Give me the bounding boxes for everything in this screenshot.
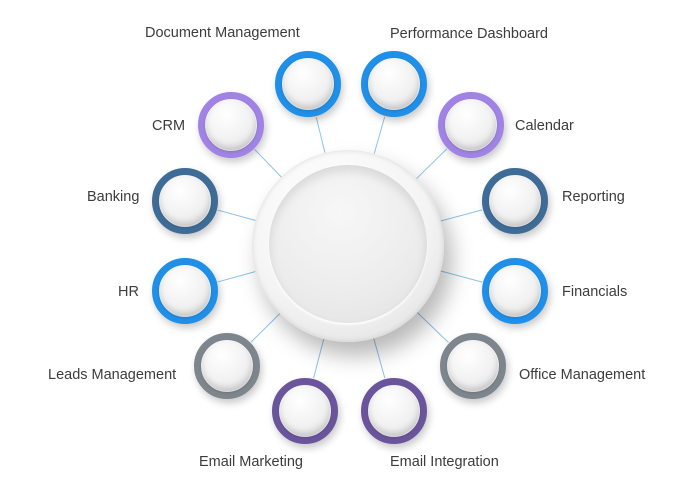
node-document-management xyxy=(275,51,341,117)
node-banking xyxy=(152,168,218,234)
label-email-integration: Email Integration xyxy=(390,454,499,470)
connector-line xyxy=(313,338,325,379)
label-email-marketing: Email Marketing xyxy=(199,454,303,470)
label-leads-management: Leads Management xyxy=(48,367,177,383)
connector-line xyxy=(440,270,483,283)
node-ball xyxy=(202,341,252,391)
node-financials xyxy=(482,258,548,324)
node-ball xyxy=(369,59,419,109)
label-document-management: Document Management xyxy=(145,25,300,41)
node-office-management xyxy=(440,333,506,399)
label-financials: Financials xyxy=(562,284,628,300)
label-hr: HR xyxy=(118,284,139,300)
node-crm xyxy=(198,92,264,158)
connector-line xyxy=(373,338,386,379)
connector-line xyxy=(440,209,483,222)
node-email-integration xyxy=(361,378,427,444)
node-reporting xyxy=(482,168,548,234)
node-ball xyxy=(490,176,540,226)
connector-line xyxy=(250,313,281,343)
node-ball xyxy=(206,100,256,150)
label-crm: CRM xyxy=(152,118,186,134)
node-ball xyxy=(160,176,210,226)
node-email-marketing xyxy=(272,378,338,444)
node-calendar xyxy=(438,92,504,158)
label-calendar: Calendar xyxy=(515,118,574,134)
central-hub xyxy=(252,150,444,342)
connector-line xyxy=(315,116,326,153)
label-banking: Banking xyxy=(87,189,140,205)
node-ball xyxy=(283,59,333,109)
node-ball xyxy=(280,386,330,436)
node-ball xyxy=(160,266,210,316)
connector-line xyxy=(416,148,448,180)
label-performance-dashboard: Performance Dashboard xyxy=(390,26,548,42)
node-ball xyxy=(448,341,498,391)
central-hub-inner xyxy=(269,165,427,323)
node-ball xyxy=(446,100,496,150)
node-performance-dashboard xyxy=(361,51,427,117)
node-hr xyxy=(152,258,218,324)
label-reporting: Reporting xyxy=(562,189,625,205)
connector-line xyxy=(416,312,449,343)
node-ball xyxy=(490,266,540,316)
connector-line xyxy=(254,149,282,178)
connector-line xyxy=(217,209,256,221)
node-ball xyxy=(369,386,419,436)
node-leads-management xyxy=(194,333,260,399)
label-office-management: Office Management xyxy=(519,367,646,383)
connector-line xyxy=(373,116,386,154)
connector-line xyxy=(217,271,256,283)
